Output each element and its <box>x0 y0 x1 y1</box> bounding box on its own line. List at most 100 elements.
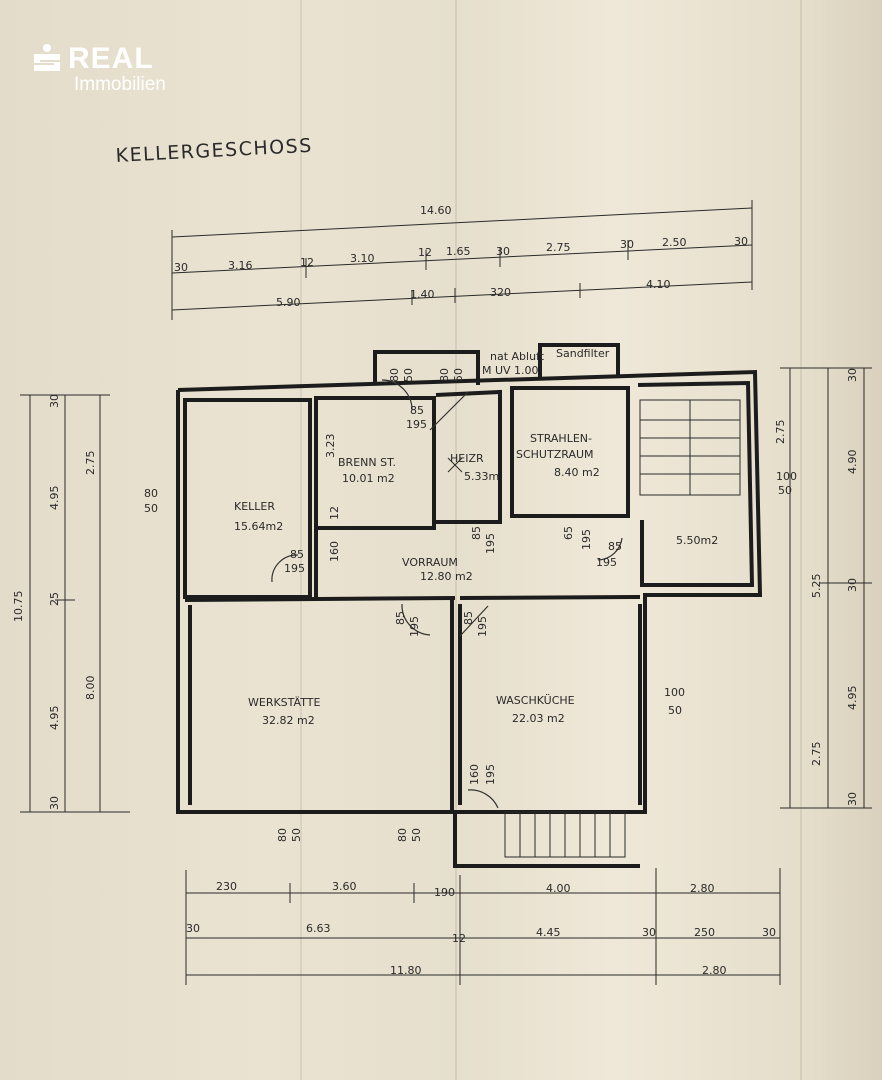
dim-total-width: 14.60 <box>420 204 452 217</box>
dim-bottom-row2-1: 30 <box>186 922 200 935</box>
opening-w80: 80 <box>144 487 158 500</box>
dim-top-2: 3.16 <box>228 259 253 272</box>
room-brenn-name: BRENN ST. <box>338 456 396 469</box>
opening-top-50b: 50 <box>452 368 465 382</box>
paper-fold <box>455 0 457 1080</box>
stairs <box>447 399 741 858</box>
door-exit-195: 195 <box>484 764 497 785</box>
room-stair-area: 5.50m2 <box>676 534 718 547</box>
dim-right-4: 5.25 <box>810 574 823 599</box>
opening-bottom-80b: 80 <box>396 828 409 842</box>
dim-bottom-5: 2.80 <box>690 882 715 895</box>
logo-sub: Immobilien <box>74 74 166 95</box>
dim-top-10: 2.50 <box>662 236 687 249</box>
dim-top-3: 12 <box>300 256 314 269</box>
dim-top-5: 12 <box>418 246 432 259</box>
opening-right-50: 50 <box>778 484 792 497</box>
dim-bottom-row2-2: 6.63 <box>306 922 331 935</box>
dim-left-total: 10.75 <box>12 591 25 623</box>
opening-w50: 50 <box>144 502 158 515</box>
dim-top-row2-2: 1.40 <box>410 288 435 301</box>
room-keller-name: KELLER <box>234 500 275 513</box>
dim-left-3: 25 <box>48 592 61 606</box>
room-heizr-name: HEIZR <box>450 452 484 465</box>
dim-left-4: 4.95 <box>48 706 61 731</box>
opening-3-23: 3.23 <box>324 434 337 459</box>
door-wasch-195: 195 <box>476 616 489 637</box>
dim-bottom-row2-3: 12 <box>452 932 466 945</box>
opening-160: 160 <box>328 541 341 562</box>
opening-right-100: 100 <box>776 470 797 483</box>
opening-top-80: 80 <box>388 368 401 382</box>
room-werk-name: WERKSTÄTTE <box>248 696 320 709</box>
left-dimension-lines <box>20 394 130 813</box>
dim-top-1: 30 <box>174 261 188 274</box>
paper-fold <box>800 0 802 1080</box>
room-vorraum-name: VORRAUM <box>402 556 458 569</box>
dim-top-row2-3: 320 <box>490 286 511 299</box>
door-stair-195: 195 <box>596 556 617 569</box>
logo-brand: REAL <box>68 42 154 75</box>
door-exit-160: 160 <box>468 764 481 785</box>
dim-right-2: 2.75 <box>774 420 787 445</box>
dim-left-5: 2.75 <box>84 451 97 476</box>
dim-right-1: 30 <box>846 368 859 382</box>
dim-bottom-row3-2: 2.80 <box>702 964 727 977</box>
dim-top-6: 1.65 <box>446 245 471 258</box>
door-werk-195: 195 <box>408 616 421 637</box>
door-keller-85: 85 <box>290 548 304 561</box>
room-strahlen-name-1: STRAHLEN- <box>530 432 592 445</box>
dim-top-8: 2.75 <box>546 241 571 254</box>
sparkasse-s-icon <box>32 44 62 72</box>
room-strahlen-name-2: SCHUTZRAUM <box>516 448 594 461</box>
room-keller-area: 15.64m2 <box>234 520 283 533</box>
door-werk-85: 85 <box>394 611 407 625</box>
note-abluft: nat Abluft <box>490 350 545 363</box>
dim-top-11: 30 <box>734 235 748 248</box>
opening-bottom-80: 80 <box>276 828 289 842</box>
paper-fold <box>300 0 302 1080</box>
opening-top-50: 50 <box>402 368 415 382</box>
door-keller-195: 195 <box>284 562 305 575</box>
dim-bottom-row3-1: 11.80 <box>390 964 422 977</box>
dim-top-row2-4: 4.10 <box>646 278 671 291</box>
note-uv: M UV 1.00 <box>482 364 539 377</box>
dim-left-2: 4.95 <box>48 486 61 511</box>
plan-title: KELLERGESCHOSS <box>115 135 313 167</box>
note-sandfilter: Sandfilter <box>556 347 610 360</box>
dim-bottom-row2-6: 250 <box>694 926 715 939</box>
room-werk-area: 32.82 m2 <box>262 714 315 727</box>
dim-bottom-row2-7: 30 <box>762 926 776 939</box>
dim-right-3: 4.90 <box>846 450 859 475</box>
dim-top-row2-1: 5.90 <box>276 296 301 309</box>
door-brenn-85: 85 <box>410 404 424 417</box>
dim-left-6: 8.00 <box>84 676 97 701</box>
dim-right-5: 30 <box>846 578 859 592</box>
door-heizr-85: 85 <box>470 526 483 540</box>
right-dimension-lines <box>780 367 872 809</box>
dim-bottom-1: 230 <box>216 880 237 893</box>
door-heizr-195: 195 <box>484 533 497 554</box>
dim-left-7: 30 <box>48 394 61 408</box>
bottom-dimension-lines <box>185 868 781 985</box>
dim-right-7: 2.75 <box>810 742 823 767</box>
door-strahlen-195: 195 <box>580 529 593 550</box>
door-swings <box>271 379 623 809</box>
dim-bottom-3: 190 <box>434 886 455 899</box>
walls <box>176 343 763 868</box>
room-strahlen-area: 8.40 m2 <box>554 466 600 479</box>
top-dimension-lines <box>171 200 753 320</box>
dim-right-6: 4.95 <box>846 686 859 711</box>
door-strahlen-65: 65 <box>562 526 575 540</box>
door-wasch-85: 85 <box>462 611 475 625</box>
room-brenn-area: 10.01 m2 <box>342 472 395 485</box>
opening-12: 12 <box>328 506 341 520</box>
door-brenn-195: 195 <box>406 418 427 431</box>
opening-bottom-50: 50 <box>290 828 303 842</box>
opening-bottom-50b: 50 <box>410 828 423 842</box>
door-stair-85: 85 <box>608 540 622 553</box>
dim-left-8: 30 <box>48 796 61 810</box>
room-heizr-area: 5.33m <box>464 470 499 483</box>
